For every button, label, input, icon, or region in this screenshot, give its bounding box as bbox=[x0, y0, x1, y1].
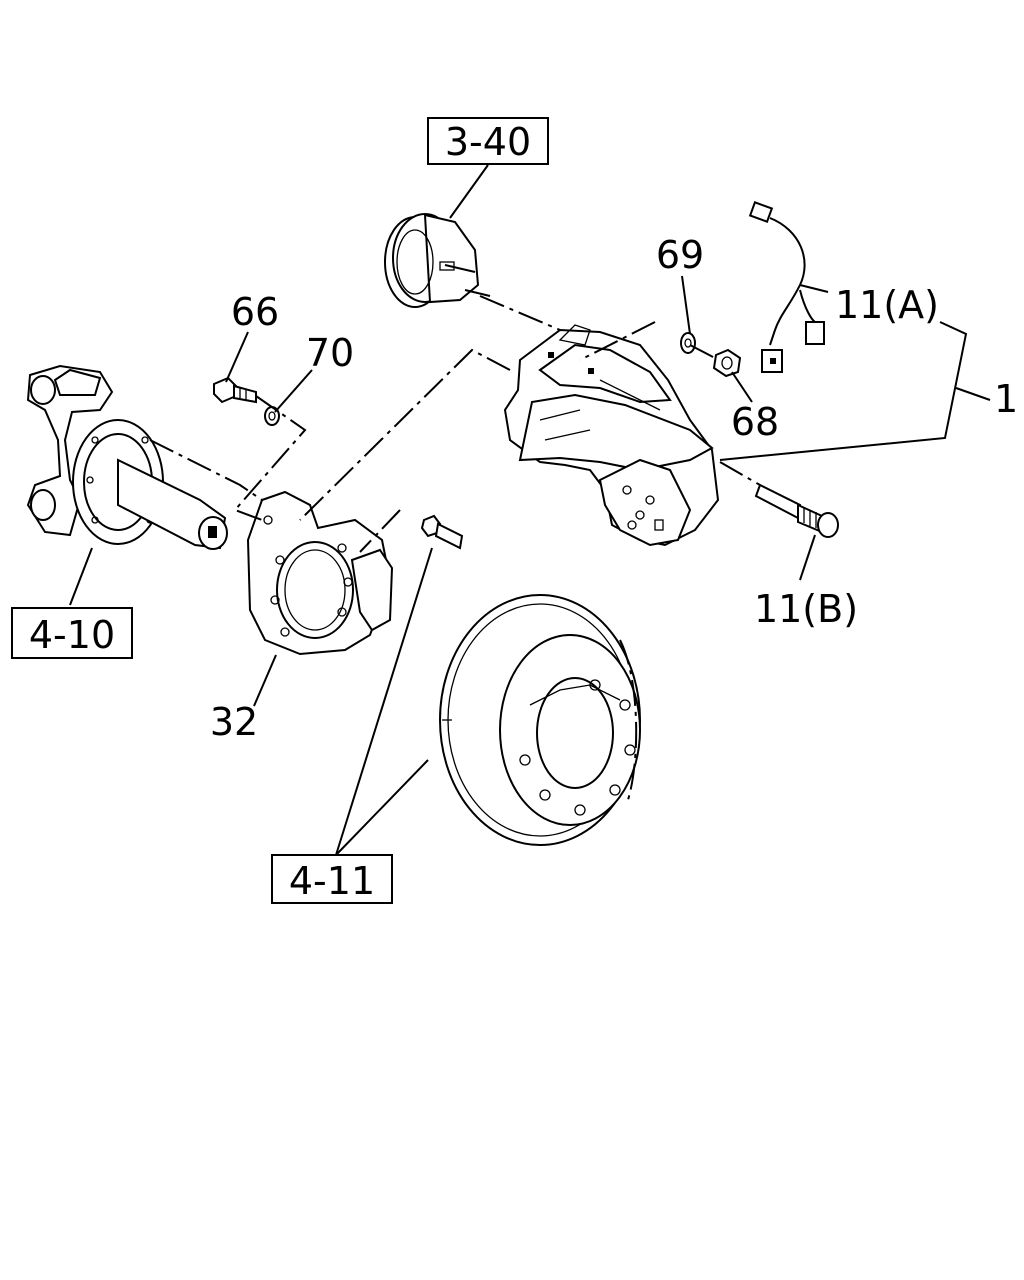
ref-box-4-10 bbox=[11, 607, 133, 659]
ref-box-4-11 bbox=[271, 854, 393, 904]
steering-knuckle bbox=[26, 364, 228, 550]
callout-11b: 11(B) bbox=[754, 587, 858, 631]
callout-1: 1 bbox=[994, 377, 1018, 421]
ref-box-3-40 bbox=[427, 117, 549, 165]
callout-4-10: 4-10 bbox=[29, 613, 115, 657]
bracket-bolt bbox=[420, 514, 464, 550]
sensor-11b bbox=[754, 483, 839, 538]
callout-70: 70 bbox=[306, 331, 354, 375]
nut-68 bbox=[712, 348, 742, 378]
callout-69: 69 bbox=[656, 233, 704, 277]
callout-68: 68 bbox=[731, 400, 779, 444]
assembly-centerlines bbox=[149, 295, 761, 801]
callout-4-11: 4-11 bbox=[289, 859, 375, 903]
callout-66: 66 bbox=[231, 290, 279, 334]
caliper-assembly bbox=[503, 324, 720, 547]
brake-bracket bbox=[246, 490, 394, 656]
wear-sensor-11a bbox=[748, 201, 825, 373]
callout-32: 32 bbox=[210, 700, 258, 744]
callout-11a: 11(A) bbox=[835, 283, 939, 327]
brake-disc bbox=[439, 594, 641, 846]
leader-lines bbox=[69, 164, 991, 856]
bolt-66 bbox=[213, 376, 257, 404]
brake-chamber bbox=[384, 213, 491, 308]
callout-3-40: 3-40 bbox=[445, 120, 531, 164]
washer-69 bbox=[680, 332, 696, 354]
